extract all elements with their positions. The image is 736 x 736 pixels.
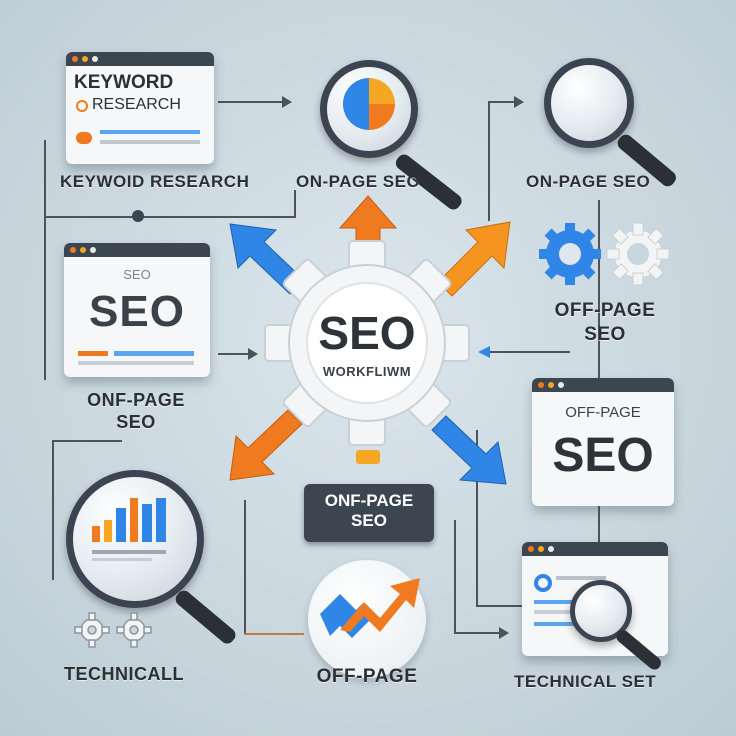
- offpage-big-text: SEO: [552, 429, 654, 482]
- orange-line: [78, 351, 108, 356]
- bottom-center-label: OFF-PAGE: [316, 666, 418, 687]
- arrow-downright-blue: [431, 415, 507, 485]
- small-gears-icon: [74, 612, 152, 648]
- seo-card-window: SEO SEO: [64, 243, 210, 377]
- center-tag-line1: ONF-PAGE: [324, 491, 414, 510]
- arrow-head: [499, 627, 509, 639]
- arrow-head: [514, 96, 524, 108]
- gear-pair-icon: [539, 222, 670, 286]
- window-dot: [548, 546, 554, 552]
- connector-line: [476, 430, 478, 605]
- keyword-caption: KEYWOID RESEARCH: [60, 172, 250, 191]
- orange-pill: [76, 132, 92, 144]
- window-titlebar: [522, 542, 668, 556]
- blue-line: [534, 622, 574, 626]
- window-dot: [92, 56, 98, 62]
- window-dot: [558, 382, 564, 388]
- arrow-head: [248, 348, 258, 360]
- connector-line: [52, 440, 122, 442]
- seo-card-caption-line2: SEO: [116, 412, 156, 432]
- window-dot: [72, 56, 78, 62]
- keyword-research-window: KEYWORD RESEARCH: [66, 52, 214, 164]
- window-dot: [80, 247, 86, 253]
- connector-line: [488, 101, 490, 221]
- gray-line: [78, 361, 194, 365]
- seo-big-text: SEO: [89, 287, 185, 336]
- connector-line: [52, 440, 54, 580]
- bar-chart-icon: [92, 498, 166, 561]
- gray-line: [556, 576, 606, 580]
- window-titlebar: [532, 378, 674, 392]
- connector-line: [476, 605, 522, 607]
- growth-arrow-icon: [320, 578, 420, 638]
- right-mid-label-line1: OFF-PAGE: [554, 300, 656, 321]
- magnifier-icon: [544, 58, 634, 148]
- window-dot: [90, 247, 96, 253]
- blue-line: [100, 130, 200, 134]
- window-dot: [528, 546, 534, 552]
- target-icon: [534, 574, 552, 592]
- seo-small-text: SEO: [123, 267, 151, 282]
- window-titlebar: [66, 52, 214, 66]
- right-mid-label-line2: SEO: [584, 324, 626, 345]
- connector-line: [454, 520, 456, 632]
- connector-line: [244, 633, 304, 635]
- offpage-small-text: OFF-PAGE: [565, 404, 641, 421]
- center-subtitle: WORKFLIWM: [322, 364, 412, 379]
- bottom-right-label: TECHNICAL SET: [514, 672, 657, 691]
- window-titlebar: [64, 243, 210, 257]
- gray-line: [100, 140, 200, 144]
- connector-line: [44, 216, 294, 218]
- center-title: SEO: [318, 307, 416, 359]
- connector-line: [598, 200, 600, 380]
- keyword-title: KEYWORD: [74, 72, 174, 93]
- center-tag-line2: SEO: [351, 511, 387, 530]
- radio-icon: [76, 100, 88, 112]
- bottom-left-label: TECHNICALL: [64, 664, 184, 684]
- arrow-head: [282, 96, 292, 108]
- pie-chart-icon: [343, 78, 395, 130]
- center-gear-icon: [264, 240, 470, 446]
- seo-card-caption-line1: ONF-PAGE: [87, 390, 185, 410]
- top-center-label: ON-PAGE SEO: [296, 172, 421, 191]
- top-right-label: ON-PAGE SEO: [526, 172, 651, 191]
- window-dot: [548, 382, 554, 388]
- connector-line: [598, 505, 600, 545]
- window-dot: [70, 247, 76, 253]
- arrow-down-orange-small: [356, 450, 380, 464]
- connector-line: [244, 500, 246, 635]
- connector-line: [294, 190, 296, 218]
- research-title: RESEARCH: [92, 96, 181, 113]
- connector-line: [218, 101, 282, 103]
- connector-node: [132, 210, 144, 222]
- window-dot: [538, 382, 544, 388]
- connector-line: [218, 353, 248, 355]
- window-dot: [538, 546, 544, 552]
- connector-line: [44, 140, 46, 380]
- center-tag: ONF-PAGE SEO: [304, 484, 434, 542]
- connector-line: [454, 632, 499, 634]
- gray-line: [534, 610, 594, 614]
- blue-line: [534, 600, 594, 604]
- arrow-head: [478, 346, 490, 358]
- offpage-seo-window: OFF-PAGE SEO: [532, 378, 674, 506]
- connector-line: [490, 351, 570, 353]
- connector-line: [488, 101, 514, 103]
- arrow-downleft-orange: [229, 409, 303, 481]
- blue-line: [114, 351, 194, 356]
- window-dot: [82, 56, 88, 62]
